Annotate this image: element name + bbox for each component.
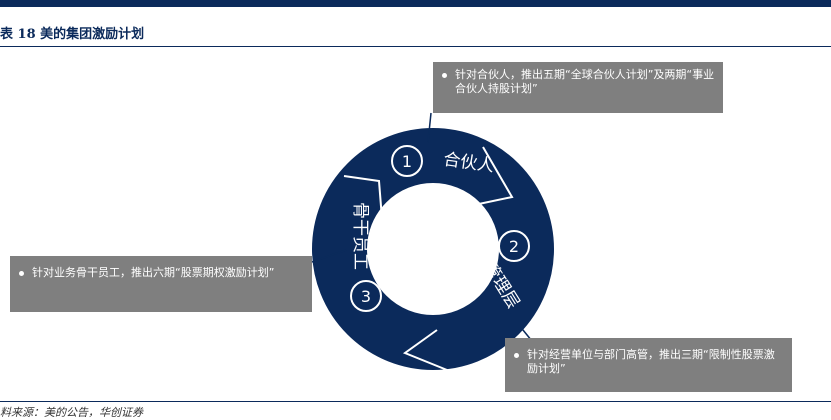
segment-number-2: 2	[509, 237, 519, 256]
segment-number-1: 1	[402, 152, 412, 171]
figure-title: 表 18 美的集团激励计划	[0, 27, 145, 42]
segment-number-3: 3	[361, 287, 371, 306]
incentive-ring	[312, 128, 554, 370]
ring-separator-2	[402, 329, 453, 373]
title-divider	[0, 46, 831, 47]
callout-text: 针对合伙人，推出五期“全球合伙人计划”及两期“事业合伙人持股计划”	[455, 68, 715, 95]
callout-core-employees: 针对业务骨干员工，推出六期“股票期权激励计划”	[10, 256, 312, 312]
footer-divider	[0, 401, 831, 402]
segment-number-circle-1	[391, 145, 423, 177]
pointer-line-1	[427, 112, 432, 143]
ring-separator-3	[343, 175, 383, 220]
segment-label-3: 骨干员工	[350, 202, 370, 270]
source-note: 料来源：美的公告，华创证券	[0, 406, 143, 419]
segment-number-circle-2	[498, 230, 530, 262]
callout-text: 针对业务骨干员工，推出六期“股票期权激励计划”	[32, 266, 275, 279]
bullet-icon	[19, 271, 24, 276]
segment-number-circle-3	[350, 280, 382, 312]
ring-separator-1	[473, 146, 514, 206]
callout-text: 针对经营单位与部门高管，推出三期“限制性股票激励计划”	[527, 348, 775, 375]
bullet-icon	[514, 353, 519, 358]
bullet-icon	[442, 73, 447, 78]
callout-partners: 针对合伙人，推出五期“全球合伙人计划”及两期“事业合伙人持股计划”	[433, 62, 723, 113]
header-bar	[0, 0, 831, 7]
callout-management: 针对经营单位与部门高管，推出三期“限制性股票激励计划”	[505, 338, 792, 392]
pointer-line-2	[311, 249, 347, 263]
